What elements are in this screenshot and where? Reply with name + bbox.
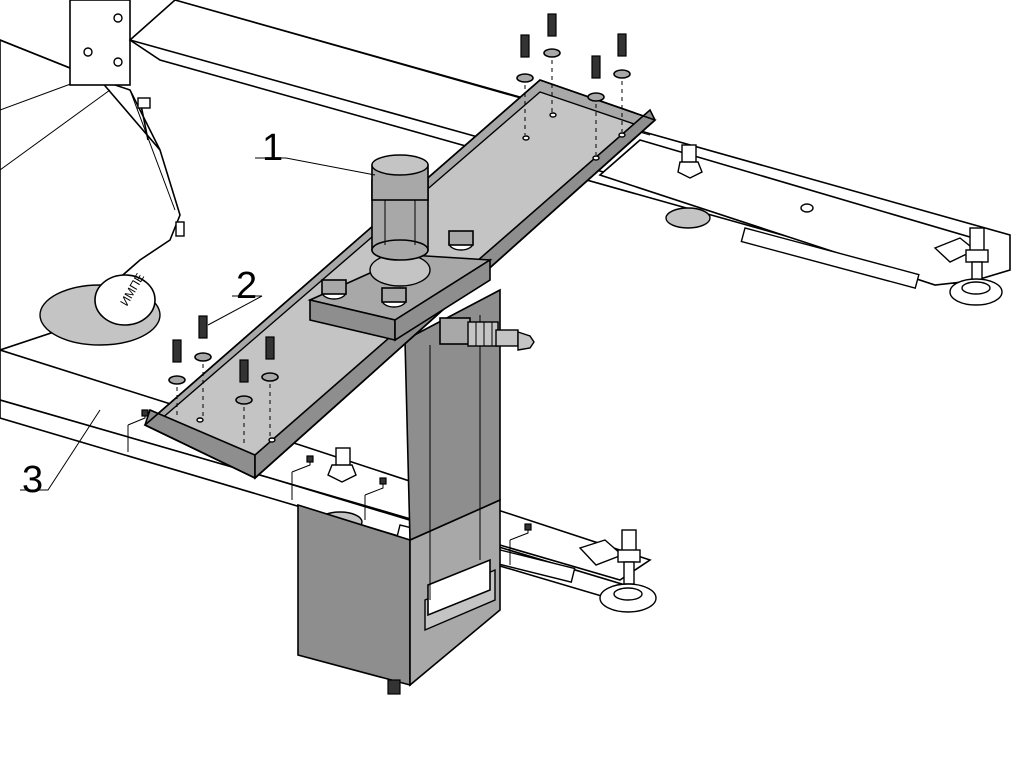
screw (516, 34, 534, 135)
machine-housing: ИМПЕ (0, 0, 185, 351)
screw (235, 359, 253, 445)
callout-label-1: 1 (262, 127, 283, 169)
leveling-foot-rear-right[interactable] (933, 227, 1003, 306)
leveling-foot-front-right[interactable] (578, 529, 657, 613)
callout-label-3: 3 (22, 459, 43, 501)
callout-label-2: 2 (236, 265, 257, 307)
leveling-foot-rear-middle[interactable] (665, 144, 711, 229)
screw (168, 339, 186, 415)
support-column (297, 288, 501, 695)
screw (261, 336, 279, 440)
callout-3: 3 (20, 409, 101, 501)
screw (543, 13, 561, 112)
fastener-set (168, 13, 631, 445)
side-pneumatic-fitting[interactable] (439, 317, 535, 351)
screw (613, 33, 631, 132)
motor-coupling-assembly[interactable] (307, 154, 493, 342)
screw (587, 55, 605, 155)
callout-2: 2 (207, 265, 263, 326)
screw (194, 315, 212, 418)
callout-1: 1 (255, 127, 376, 176)
